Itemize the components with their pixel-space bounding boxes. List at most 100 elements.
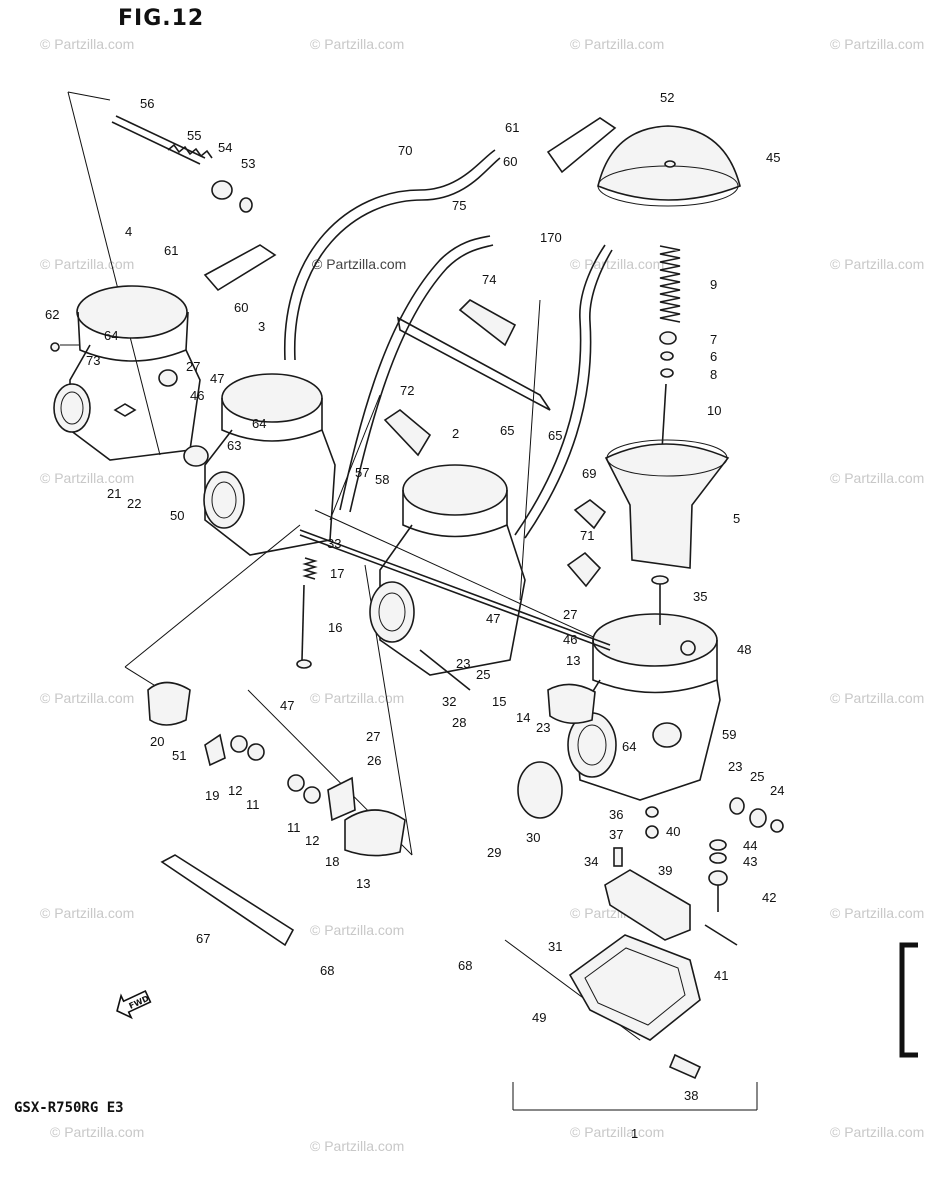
watermark: © Partzilla.com [830, 1124, 925, 1140]
carburetor-2 [369, 464, 526, 691]
watermark: © Partzilla.com [830, 690, 925, 706]
carburetor-3 [183, 373, 336, 556]
callout-40: 40 [666, 824, 680, 839]
forward-arrow: FWD [116, 990, 152, 1020]
diaphragm-piston-5 [604, 331, 730, 569]
callout-53: 53 [241, 156, 255, 171]
screen-30 [517, 761, 563, 819]
callout-30: 30 [526, 830, 540, 845]
watermark: © Partzilla.com [40, 690, 135, 706]
callout-33: 33 [327, 536, 341, 551]
watermark: © Partzilla.com [310, 690, 405, 706]
vacuum-chamber-cap-52 [597, 125, 741, 207]
watermark: © Partzilla.com [50, 1124, 145, 1140]
callout-17: 17 [330, 566, 344, 581]
callout-46-left: 46 [190, 388, 204, 403]
callout-57: 57 [355, 465, 369, 480]
callout-46-right: 46 [563, 632, 577, 647]
screw-56 [111, 115, 206, 165]
callout-74: 74 [482, 272, 496, 287]
callout-64-mid: 64 [252, 416, 266, 431]
callout-71: 71 [580, 528, 594, 543]
callout-58: 58 [375, 472, 389, 487]
callout-34: 34 [584, 854, 598, 869]
watermark: © Partzilla.com [830, 256, 925, 272]
callout-16: 16 [328, 620, 342, 635]
callout-9: 9 [710, 277, 717, 292]
spring-9 [659, 245, 681, 323]
callout-75: 75 [452, 198, 466, 213]
callout-64-left: 64 [104, 328, 118, 343]
drain-screw-38 [668, 1053, 702, 1080]
callout-15: 15 [492, 694, 506, 709]
hose-75 [339, 235, 494, 513]
joint-71 [566, 551, 602, 588]
callout-28: 28 [452, 715, 466, 730]
figure-title: FIG.12 [118, 6, 205, 31]
nut-11a [287, 774, 305, 792]
callout-21: 21 [107, 486, 121, 501]
callout-18: 18 [325, 854, 339, 869]
callout-32: 32 [442, 694, 456, 709]
callout-60-left: 60 [234, 300, 248, 315]
watermark: © Partzilla.com [570, 1124, 665, 1140]
callout-48: 48 [737, 642, 751, 657]
spring-17 [302, 557, 318, 580]
callout-11-right: 11 [287, 820, 301, 835]
model-code: GSX-R750RG E3 [14, 1100, 124, 1116]
callout-72: 72 [400, 383, 414, 398]
callout-24: 24 [770, 783, 784, 798]
watermark: © Partzilla.com [830, 905, 925, 921]
callout-6: 6 [710, 349, 717, 364]
callout-43: 43 [743, 854, 757, 869]
callout-65-right: 65 [548, 428, 562, 443]
spring-23 [547, 683, 596, 724]
hose-170 [514, 244, 613, 539]
float-pin-41 [704, 924, 738, 946]
callout-2: 2 [452, 426, 459, 441]
callout-23-right: 23 [536, 720, 550, 735]
watermark: © Partzilla.com [40, 36, 135, 52]
callout-13-right: 13 [566, 653, 580, 668]
callout-25-mid: 25 [476, 667, 490, 682]
callout-1: 1 [631, 1126, 638, 1141]
callout-31: 31 [548, 939, 562, 954]
callout-labels: 56 55 54 53 4 61 60 62 64 73 27 47 46 3 … [45, 90, 784, 1141]
lever-18 [327, 776, 356, 822]
callout-38: 38 [684, 1088, 698, 1103]
callout-27-right: 27 [563, 607, 577, 622]
screw-54 [211, 180, 233, 200]
callout-47-left: 47 [210, 371, 224, 386]
callout-170: 170 [540, 230, 562, 245]
callout-55: 55 [187, 128, 201, 143]
callout-56: 56 [140, 96, 154, 111]
callout-54: 54 [218, 140, 232, 155]
callout-35: 35 [693, 589, 707, 604]
callout-5: 5 [733, 511, 740, 526]
hose-70 [284, 149, 501, 361]
washer-12b [230, 735, 248, 753]
callout-25-right: 25 [750, 769, 764, 784]
callout-13-lower: 13 [356, 876, 370, 891]
callout-8: 8 [710, 367, 717, 382]
lever-19 [204, 733, 226, 767]
callout-61-left: 61 [164, 243, 178, 258]
section-bracket [899, 942, 918, 1058]
callout-39: 39 [658, 863, 672, 878]
nut-11b [247, 743, 265, 761]
callout-10: 10 [707, 403, 721, 418]
washer-12a [303, 786, 321, 804]
needle-valve-42 [708, 870, 728, 912]
float-bowl-31 [568, 934, 701, 1041]
callout-61-right: 61 [505, 120, 519, 135]
callout-60-right: 60 [503, 154, 517, 169]
callout-26: 26 [367, 753, 381, 768]
screw-35 [651, 575, 669, 625]
callout-29: 29 [487, 845, 501, 860]
watermark: © Partzilla.com [570, 36, 665, 52]
callout-69: 69 [582, 466, 596, 481]
watermark: © Partzilla.com [830, 470, 925, 486]
watermark: © Partzilla.com [40, 905, 135, 921]
